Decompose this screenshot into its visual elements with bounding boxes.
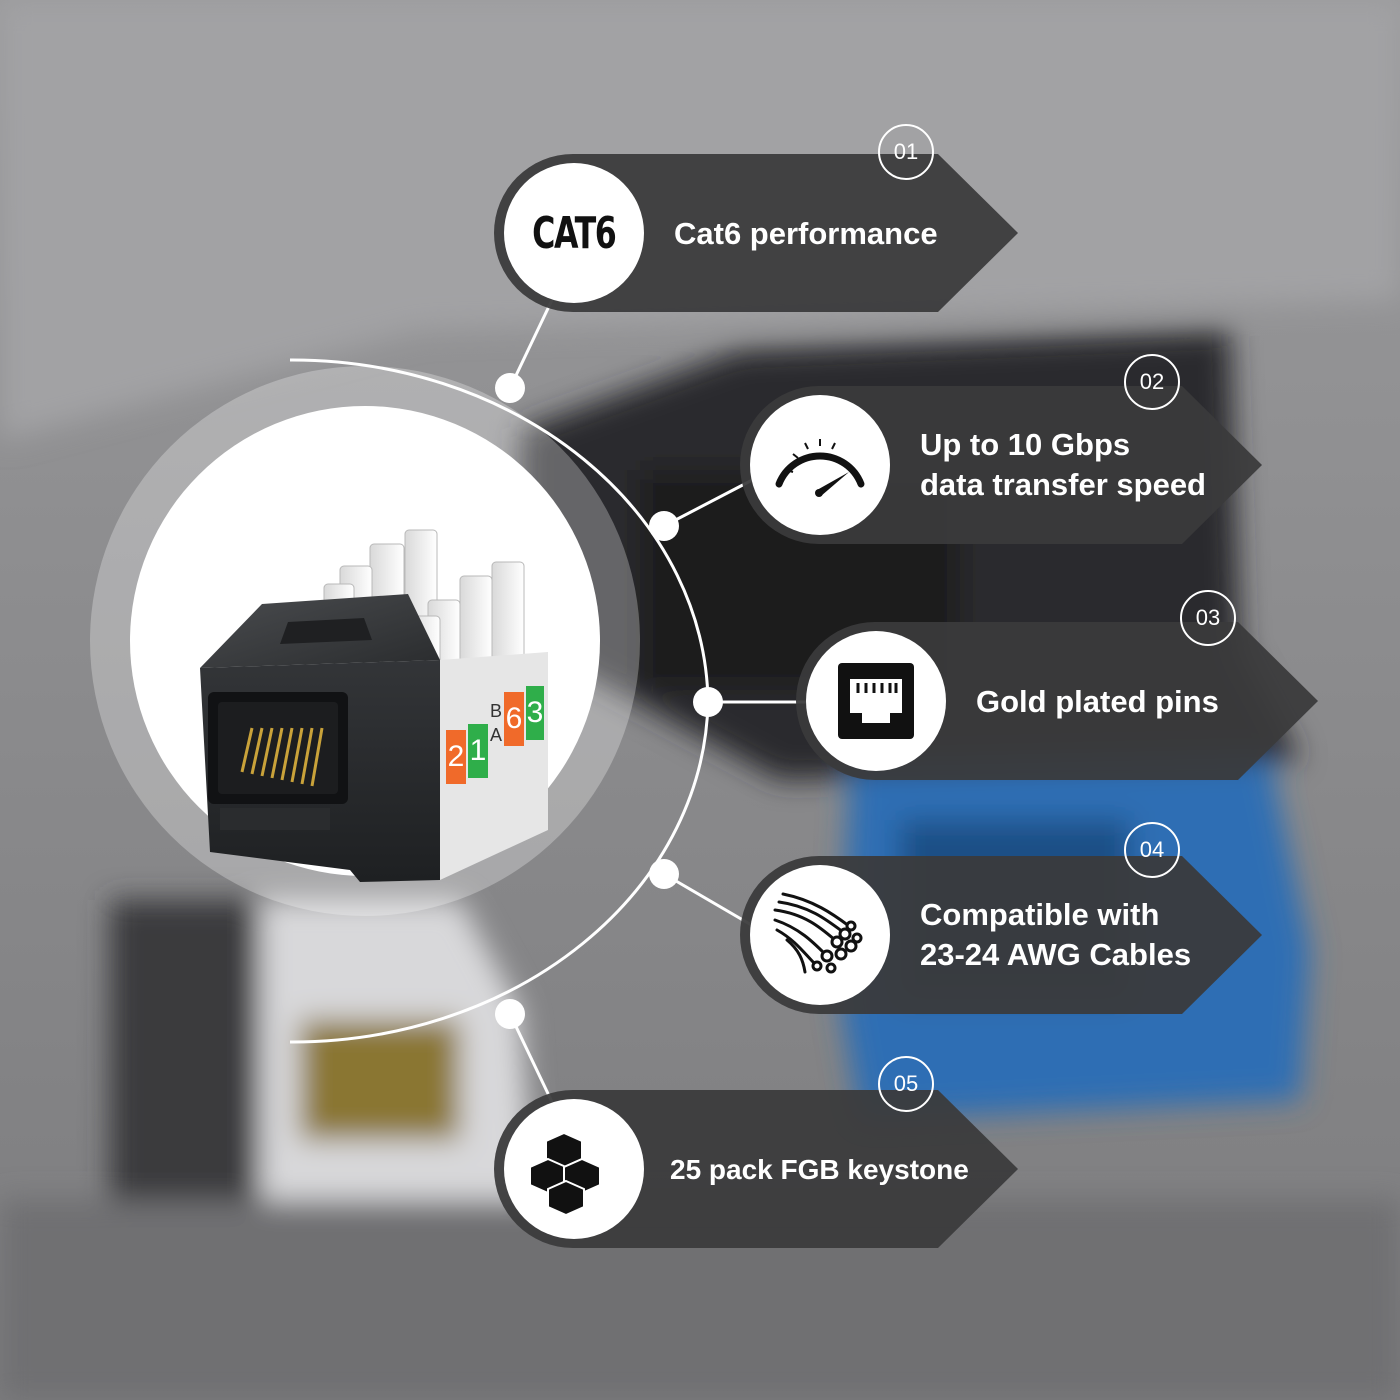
feature-number-02: 02 [1124, 354, 1180, 410]
boxes-icon-circle [504, 1099, 644, 1239]
feature-number-03: 03 [1180, 590, 1236, 646]
cable-icon-circle [750, 865, 890, 1005]
feature-number-01: 01 [878, 124, 934, 180]
standard-label-b: B [490, 701, 503, 721]
feature-label-line: Compatible with [920, 897, 1160, 932]
feature-label-line: Up to 10 Gbps [920, 427, 1131, 462]
ethernet-port-icon [838, 663, 914, 739]
feature-number-04: 04 [1124, 822, 1180, 878]
pin-label-6: 6 [504, 692, 524, 746]
feature-label-line: Gold plated pins [976, 684, 1219, 719]
feature-05: 25 pack FGB keystone [494, 1090, 1020, 1248]
feature-number-05: 05 [878, 1056, 934, 1112]
feature-03: Gold plated pins [796, 622, 1320, 780]
ethernet-icon-circle [806, 631, 946, 771]
feature-label-line: data transfer speed [920, 467, 1206, 502]
feature-label-line: 23-24 AWG Cables [920, 937, 1192, 972]
feature-label-line: Cat6 performance [674, 216, 938, 251]
stacked-boxes-icon [529, 1131, 601, 1217]
speedometer-icon-circle [750, 395, 890, 535]
cat6-icon-circle: CAT6 [504, 163, 644, 303]
cable-strands-icon [773, 892, 863, 974]
gold-pins [240, 727, 324, 787]
speedometer-icon [775, 439, 865, 497]
node-03 [693, 687, 723, 717]
feature-label: Cat6 performance [674, 214, 938, 254]
pin-label-1: 1 [468, 724, 488, 778]
feature-04: Compatible with 23-24 AWG Cables [740, 856, 1264, 1014]
feature-02: Up to 10 Gbps data transfer speed [740, 386, 1264, 544]
feature-01: CAT6 Cat6 performance [494, 154, 1020, 312]
cat6-text-icon: CAT6 [532, 207, 617, 259]
node-04 [649, 859, 679, 889]
feature-label: Up to 10 Gbps data transfer speed [920, 425, 1206, 505]
pin-label-panel: 2 1 B A 6 3 [446, 686, 544, 790]
feature-label: Gold plated pins [976, 682, 1219, 722]
pin-label-2: 2 [446, 730, 466, 784]
feature-label: 25 pack FGB keystone [670, 1150, 969, 1190]
pin-label-3: 3 [526, 686, 544, 740]
feature-label: Compatible with 23-24 AWG Cables [920, 895, 1191, 975]
node-05 [495, 999, 525, 1029]
standard-label-a: A [490, 725, 503, 745]
node-01 [495, 373, 525, 403]
node-02 [649, 511, 679, 541]
feature-label-line: 25 pack FGB keystone [670, 1154, 969, 1185]
